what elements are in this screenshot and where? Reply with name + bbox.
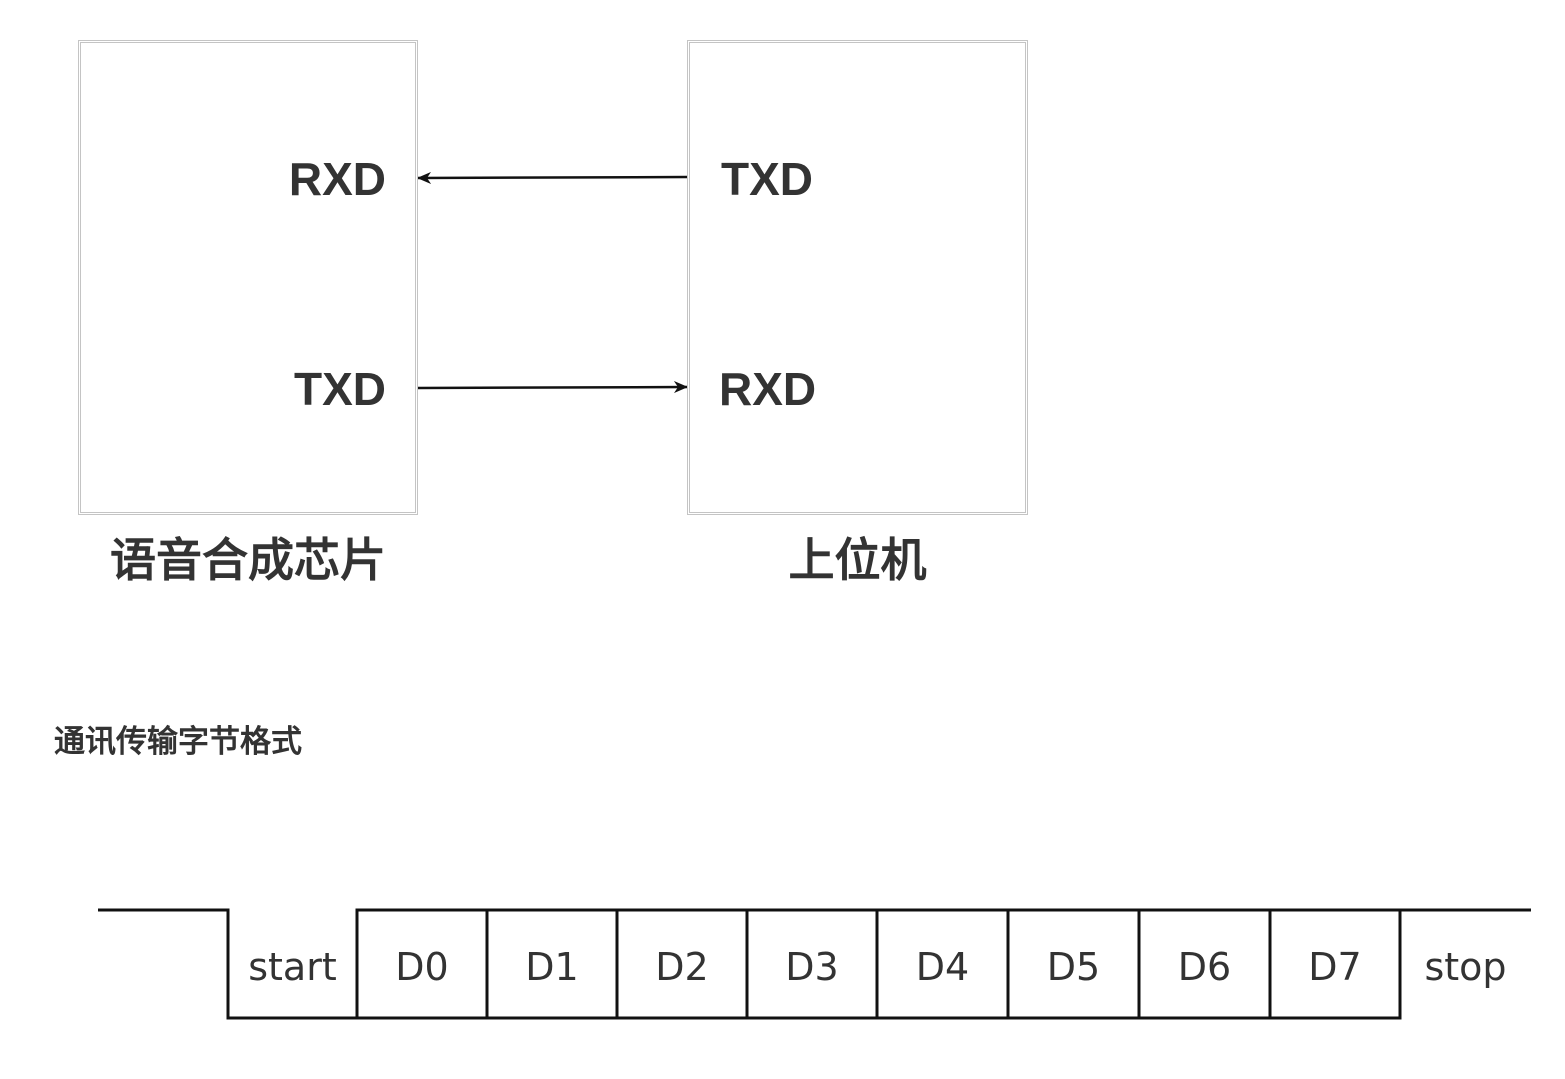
host-rxd-pin-label: RXD (719, 363, 817, 415)
connection-arrows (417, 171, 688, 394)
byte-cell-d6: D6 (1177, 945, 1232, 989)
byte-cell-d4: D4 (915, 945, 970, 989)
host-txd-pin-label: TXD (721, 153, 813, 205)
arrow-host-txd-to-chip-rxd (417, 171, 688, 184)
byte-cell-stop: stop (1424, 945, 1507, 989)
chip-txd-pin-label: TXD (294, 363, 386, 415)
data-cell-dividers (485, 910, 1272, 1018)
byte-cell-d5: D5 (1046, 945, 1101, 989)
waveform-idle-and-start (98, 908, 357, 1020)
host-computer-box (687, 40, 1028, 515)
chip-rxd-pin-label: RXD (288, 153, 386, 205)
byte-format-title: 通讯传输字节格式 (54, 724, 302, 760)
byte-cell-start: start (248, 945, 337, 989)
byte-cell-d1: D1 (525, 945, 579, 989)
speech-synthesis-chip-box (78, 40, 418, 515)
byte-cell-d7: D7 (1308, 945, 1362, 989)
byte-cell-d0: D0 (395, 945, 449, 989)
arrow-chip-txd-to-host-rxd (417, 381, 688, 394)
host-caption: 上位机 (788, 533, 927, 587)
chip-caption: 语音合成芯片 (110, 533, 386, 587)
byte-cell-d2: D2 (655, 945, 709, 989)
byte-cell-d3: D3 (785, 945, 839, 989)
